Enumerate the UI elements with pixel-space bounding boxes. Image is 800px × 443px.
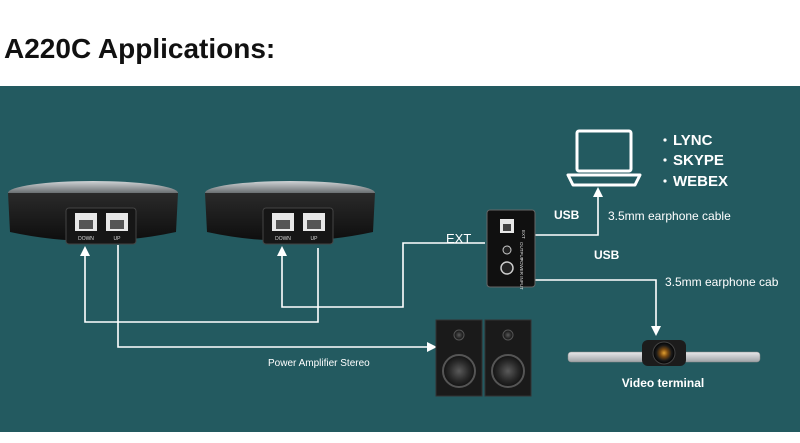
laptop-screen <box>575 129 633 173</box>
port-label-down: DOWN <box>78 236 94 242</box>
software-item-webex: WEBEX <box>673 173 728 190</box>
amplifier-label: Power Amplifier Stereo <box>268 358 370 369</box>
application-diagram-panel: DOWN UP DOWN UP EXT OUTPUT POWER INPUT <box>0 86 800 432</box>
page-title: A220C Applications: <box>4 33 276 64</box>
bullet-icon <box>663 179 667 183</box>
ext-line <box>281 242 485 308</box>
arrow-down-port-1 <box>80 246 90 256</box>
ext-label: EXT <box>446 231 471 246</box>
usb-label-laptop: USB <box>554 208 580 222</box>
laptop-icon <box>566 129 642 187</box>
rj-port-down-inner <box>79 220 93 229</box>
hub-power-jack <box>500 261 514 275</box>
port-arrows <box>80 246 287 256</box>
speakerphone-1: DOWN UP <box>8 181 178 245</box>
cascade-line <box>84 248 319 323</box>
hub-output-jack <box>502 245 512 255</box>
tweeter-right <box>502 329 514 341</box>
hub-port-ext-inner <box>503 224 511 231</box>
video-terminal-icon <box>567 340 761 366</box>
port-label-up: UP <box>311 236 319 242</box>
port-label-up: UP <box>114 236 122 242</box>
stereo-speakers-icon <box>435 319 532 397</box>
usb-line-video <box>535 279 661 336</box>
laptop-base <box>566 173 642 187</box>
video-terminal-label: Video terminal <box>622 376 704 390</box>
camera-lens <box>652 341 676 365</box>
woofer-right <box>491 354 525 388</box>
earphone-cable-label-2: 3.5mm earphone cab <box>665 275 779 289</box>
rj-port-up-inner <box>307 220 321 229</box>
hub-box: EXT OUTPUT POWER INPUT <box>486 209 536 290</box>
usb-line-laptop <box>535 187 603 236</box>
software-item-lync: LYNC <box>673 132 713 149</box>
bullet-icon <box>663 158 667 162</box>
speakerphone-2: DOWN UP <box>205 181 375 245</box>
woofer-left <box>442 354 476 388</box>
amplifier-line <box>117 245 437 352</box>
application-diagram: DOWN UP DOWN UP EXT OUTPUT POWER INPUT <box>8 129 779 397</box>
hub-label-ext: EXT <box>521 230 526 239</box>
hub-label-output: OUTPUT <box>519 242 524 261</box>
earphone-cable-label-1: 3.5mm earphone cable <box>608 209 731 223</box>
rj-port-up-inner <box>110 220 124 229</box>
arrow-down-port-2 <box>277 246 287 256</box>
connector-lines <box>84 187 661 352</box>
hub-label-power: POWER INPUT <box>519 258 524 290</box>
tweeter-left <box>453 329 465 341</box>
bullet-icon <box>663 138 667 142</box>
software-item-skype: SKYPE <box>673 152 724 169</box>
rj-port-down-inner <box>276 220 290 229</box>
software-list: LYNC SKYPE WEBEX <box>663 132 728 190</box>
usb-label-video: USB <box>594 248 620 262</box>
port-label-down: DOWN <box>275 236 291 242</box>
